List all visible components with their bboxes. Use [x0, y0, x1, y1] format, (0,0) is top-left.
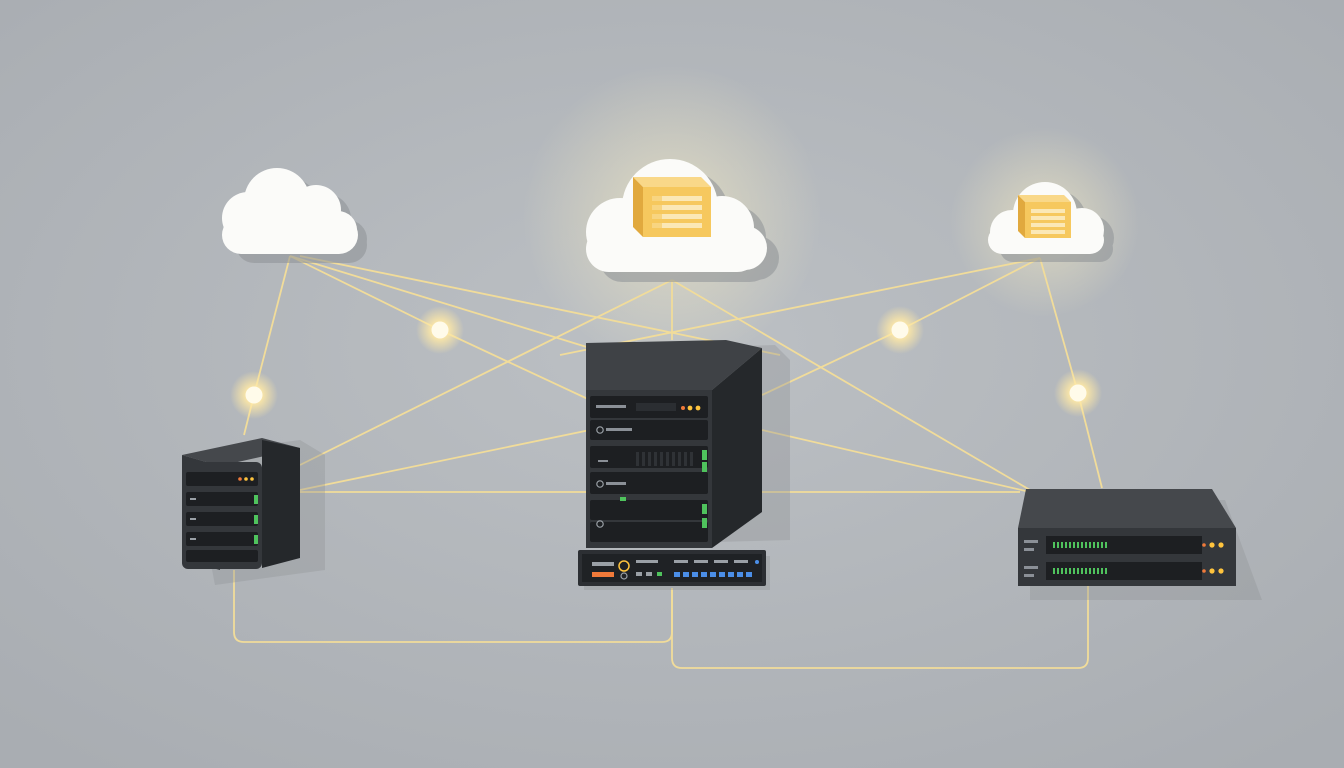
cloud-storage-box-icon: [988, 182, 1114, 262]
status-led: [596, 403, 707, 528]
rack-appliance-icon: [1018, 489, 1262, 600]
link: [761, 429, 1031, 493]
glowing-node-icon: [416, 306, 464, 354]
link: [899, 257, 1041, 331]
link: [289, 255, 591, 349]
status-led: [190, 477, 258, 544]
network-switch-icon: [578, 550, 770, 590]
connection-lines: [233, 255, 1103, 669]
cloud-icon: [222, 168, 367, 263]
link: [761, 329, 901, 396]
cloud-storage-box-icon: [586, 159, 779, 282]
link: [299, 429, 591, 491]
rack-server-icon: [586, 340, 790, 548]
link: [299, 279, 673, 466]
link: [671, 586, 1089, 669]
link: [559, 257, 1041, 356]
link: [439, 329, 591, 401]
link: [289, 255, 441, 331]
glowing-node-icon: [876, 306, 924, 354]
storage-box-icon: [1018, 195, 1071, 238]
glowing-node-icon: [230, 371, 278, 419]
tower-server-icon: [182, 438, 325, 585]
status-led: [1024, 540, 1224, 577]
link: [299, 255, 781, 356]
link: [671, 279, 1031, 491]
storage-box-icon: [633, 177, 711, 237]
glowing-node-icon: [1054, 369, 1102, 417]
